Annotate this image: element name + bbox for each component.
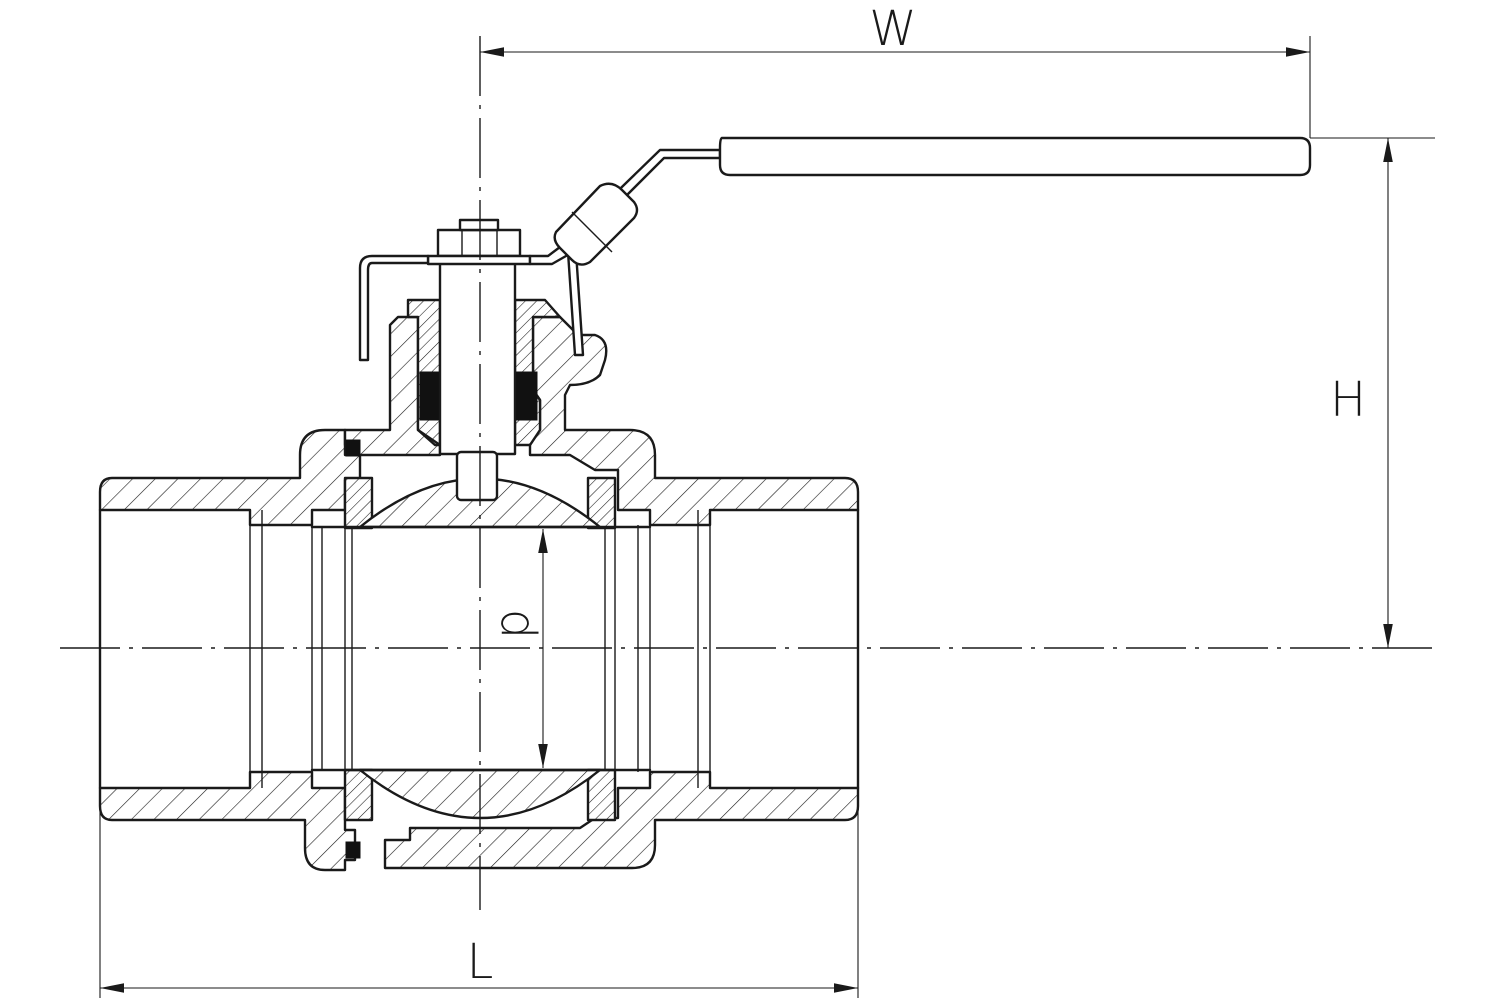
body-top-right: [528, 315, 860, 527]
dimension-l: L: [99, 808, 859, 998]
lever-handle: [358, 136, 1312, 362]
l-label: L: [467, 934, 494, 990]
stem-assembly: [426, 218, 532, 502]
stem-seal-right: [514, 371, 538, 421]
w-label: W: [869, 1, 916, 57]
hex-nut: [436, 228, 522, 258]
stem-tip: [458, 218, 500, 232]
seat-left-bottom: [343, 768, 374, 822]
stem-seal-left: [419, 371, 443, 421]
left-end-bottom-wall: [98, 770, 357, 872]
left-end-top-wall: [98, 428, 362, 527]
body-oring-bottom: [345, 841, 361, 859]
body-bottom: [383, 770, 860, 870]
lever-grip: [718, 136, 1312, 177]
lever-ferrule-ring: [571, 211, 613, 253]
d-label: d: [490, 609, 546, 639]
dimension-h: H: [1310, 137, 1435, 648]
lever-strap-left: [358, 254, 430, 362]
valve-body: [98, 298, 860, 872]
h-label: H: [1330, 372, 1366, 428]
dimension-d: d: [490, 529, 548, 768]
lever-plate-washer: [426, 254, 532, 266]
stem-tang: [455, 450, 499, 502]
stem: [438, 260, 517, 456]
dimension-w: W: [480, 1, 1311, 138]
body-oring-top: [345, 439, 361, 457]
lever-ferrule: [553, 182, 639, 266]
